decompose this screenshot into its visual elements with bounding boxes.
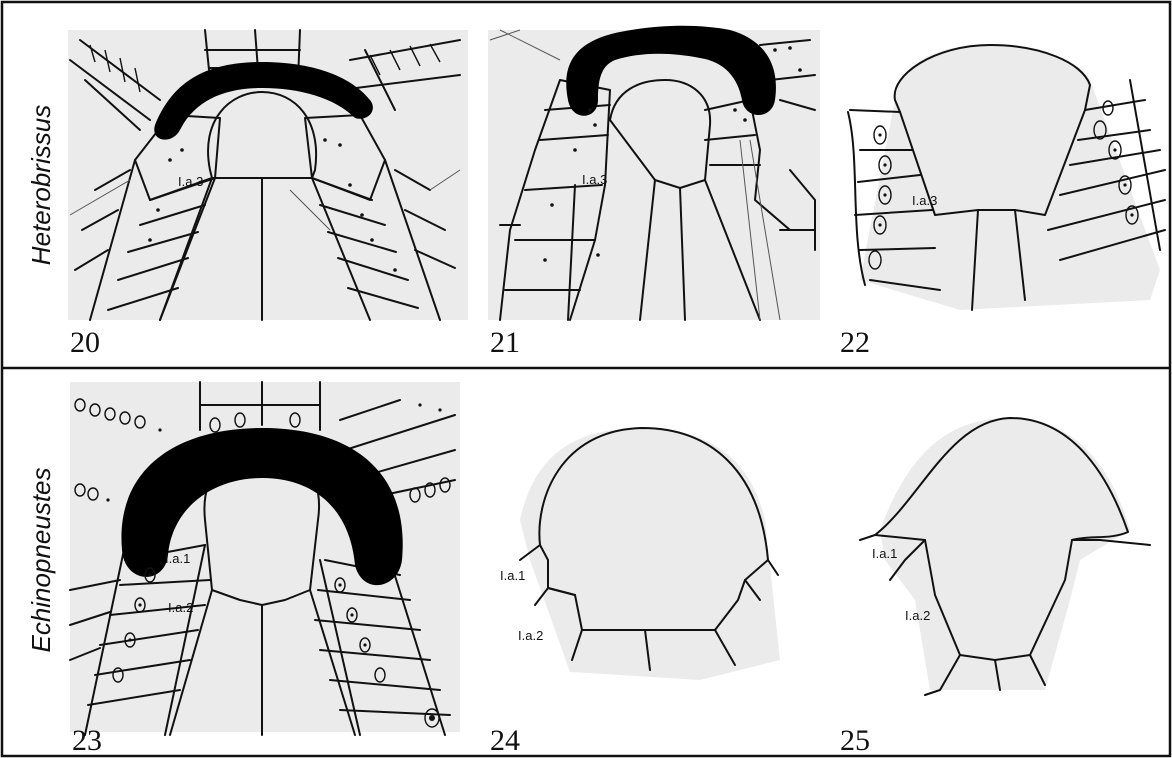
panel-23: I.a.1 I.a.2 23	[70, 382, 460, 757]
panel-21: I.a.3 21	[488, 26, 820, 359]
plate-label-I.a.3-22: I.a.3	[912, 193, 937, 208]
plate-label-I.a.1-23: I.a.1	[165, 551, 190, 566]
plate-label-I.a.1-24: I.a.1	[500, 568, 525, 583]
genus-label-row-1: Heterobrissus	[26, 105, 56, 265]
genus-label-row-2: Echinopneustes	[26, 467, 56, 652]
plate-label-I.a.2-23: I.a.2	[168, 600, 193, 615]
panel-22: I.a.3 22	[840, 45, 1165, 359]
panel-20: I.a.3 20	[68, 30, 468, 359]
panel-25: I.a.1 I.a.2 25	[840, 418, 1150, 757]
figure-number-24: 24	[490, 724, 520, 757]
plate-label-I.a.1-25: I.a.1	[872, 546, 897, 561]
plate-label-I.a.2-24: I.a.2	[518, 628, 543, 643]
figure-number-22: 22	[840, 326, 870, 359]
figure-number-23: 23	[72, 724, 102, 757]
figure-number-20: 20	[70, 326, 100, 359]
figure-number-25: 25	[840, 724, 870, 757]
plate-label-I.a.2-25: I.a.2	[905, 608, 930, 623]
plate-label-I.a.3-21: I.a.3	[582, 172, 607, 187]
figure-number-21: 21	[490, 326, 520, 359]
plate-label-I.a.3-20: I.a.3	[178, 174, 203, 189]
panel-24: I.a.1 I.a.2 24	[490, 428, 780, 757]
